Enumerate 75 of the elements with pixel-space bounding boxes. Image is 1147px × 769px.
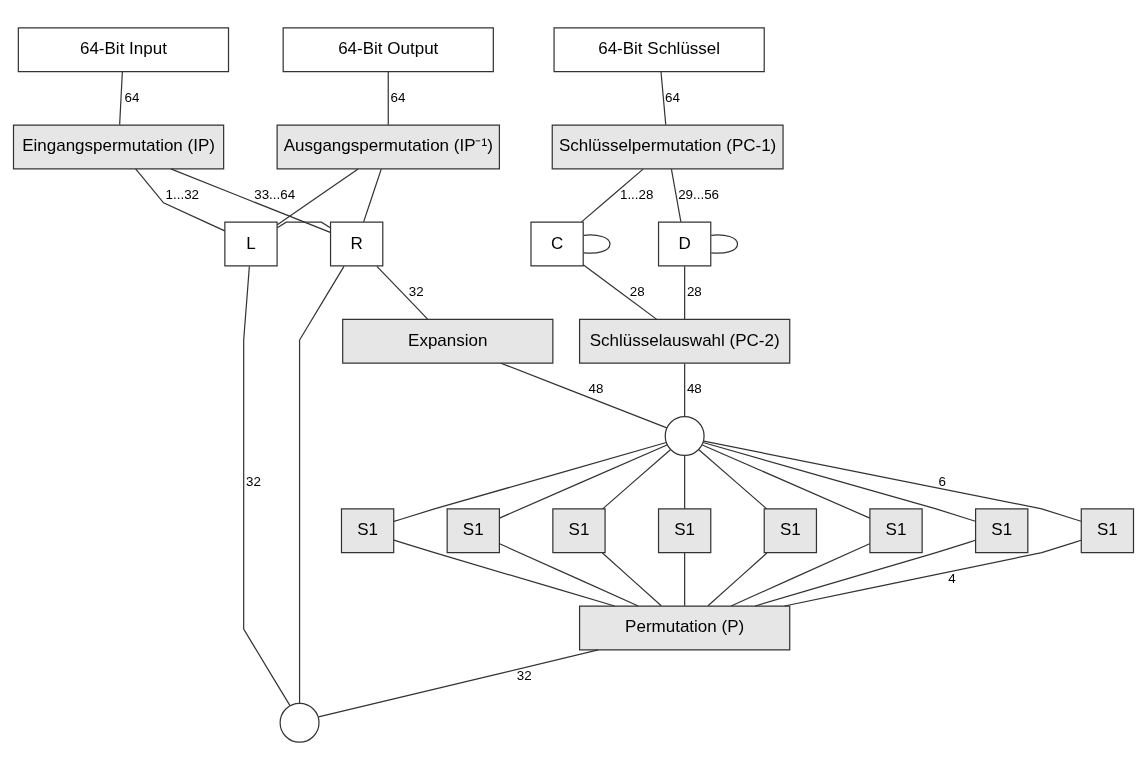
node-box: S1 xyxy=(975,507,1029,553)
node-box: Eingangspermutation (IP) xyxy=(12,123,225,169)
connector xyxy=(499,542,639,607)
connector xyxy=(684,551,686,606)
connector xyxy=(670,168,682,222)
edge-label: 1...32 xyxy=(165,186,200,202)
node-box: C xyxy=(530,221,584,267)
edge-label: 32 xyxy=(516,667,532,683)
node-circle xyxy=(279,702,320,743)
node-circle xyxy=(664,415,705,456)
node-box: S1 xyxy=(657,507,712,553)
node-box: S1 xyxy=(552,507,606,553)
connector xyxy=(363,168,382,222)
edge-label: 28 xyxy=(629,283,645,299)
connector xyxy=(393,539,616,607)
connector xyxy=(601,551,662,606)
edge-label: 6 xyxy=(938,473,946,489)
edge-label: 48 xyxy=(686,380,702,396)
node-box: L xyxy=(224,221,278,267)
node-box: D xyxy=(657,221,712,267)
node-box: R xyxy=(329,221,384,267)
connector xyxy=(134,167,226,231)
node-box: 64-Bit Output xyxy=(282,26,494,72)
connector xyxy=(684,454,686,509)
node-box: 64-Bit Input xyxy=(17,26,230,72)
node-box: S1 xyxy=(763,507,818,553)
edge-label: 28 xyxy=(686,283,702,299)
connector xyxy=(119,70,123,125)
connector xyxy=(702,441,976,522)
edge-label: 32 xyxy=(408,283,424,299)
connector xyxy=(710,233,739,254)
connector xyxy=(580,168,644,222)
connector xyxy=(684,265,686,320)
node-box: Expansion xyxy=(342,318,554,364)
connector xyxy=(707,551,768,606)
connector xyxy=(754,539,976,607)
node-box: S1 xyxy=(1080,507,1135,553)
edge-label: 1...28 xyxy=(619,186,654,202)
node-box: Schlüsselauswahl (PC-2) xyxy=(578,318,791,364)
node-box: Schlüsselpermutation (PC-1) xyxy=(551,123,784,169)
edge-label: 64 xyxy=(665,89,680,105)
node-box: 64-Bit Schlüssel xyxy=(553,26,765,72)
connector xyxy=(393,441,667,522)
connector xyxy=(703,440,1082,522)
node-box: S1 xyxy=(446,507,500,553)
connector xyxy=(276,221,331,228)
edge-label: 32 xyxy=(245,473,261,489)
connector xyxy=(582,263,658,320)
node-box: Ausgangspermutation (IP⁻¹) xyxy=(276,123,500,169)
connector xyxy=(784,539,1082,607)
connector xyxy=(170,167,331,233)
connector xyxy=(387,70,389,125)
connector xyxy=(498,443,668,519)
edge-label: 29...56 xyxy=(678,186,720,202)
connector xyxy=(376,265,429,320)
connector xyxy=(684,362,686,417)
connector xyxy=(276,167,359,225)
node-box: Permutation (P) xyxy=(578,605,791,650)
connector xyxy=(500,362,668,428)
node-box: S1 xyxy=(869,507,923,553)
connector xyxy=(583,233,611,254)
connector xyxy=(298,265,345,704)
edge-label: 64 xyxy=(390,89,406,105)
connector xyxy=(660,70,667,125)
connector xyxy=(698,448,768,509)
edge-label: 33...64 xyxy=(254,186,296,202)
edge-label: 64 xyxy=(124,89,140,105)
edge-label: 4 xyxy=(948,570,956,586)
connector xyxy=(243,265,291,706)
connector xyxy=(701,443,871,519)
node-box: S1 xyxy=(340,507,395,553)
connector xyxy=(602,448,671,509)
connector xyxy=(730,542,871,607)
edge-label: 48 xyxy=(588,380,604,396)
connector xyxy=(317,648,599,718)
